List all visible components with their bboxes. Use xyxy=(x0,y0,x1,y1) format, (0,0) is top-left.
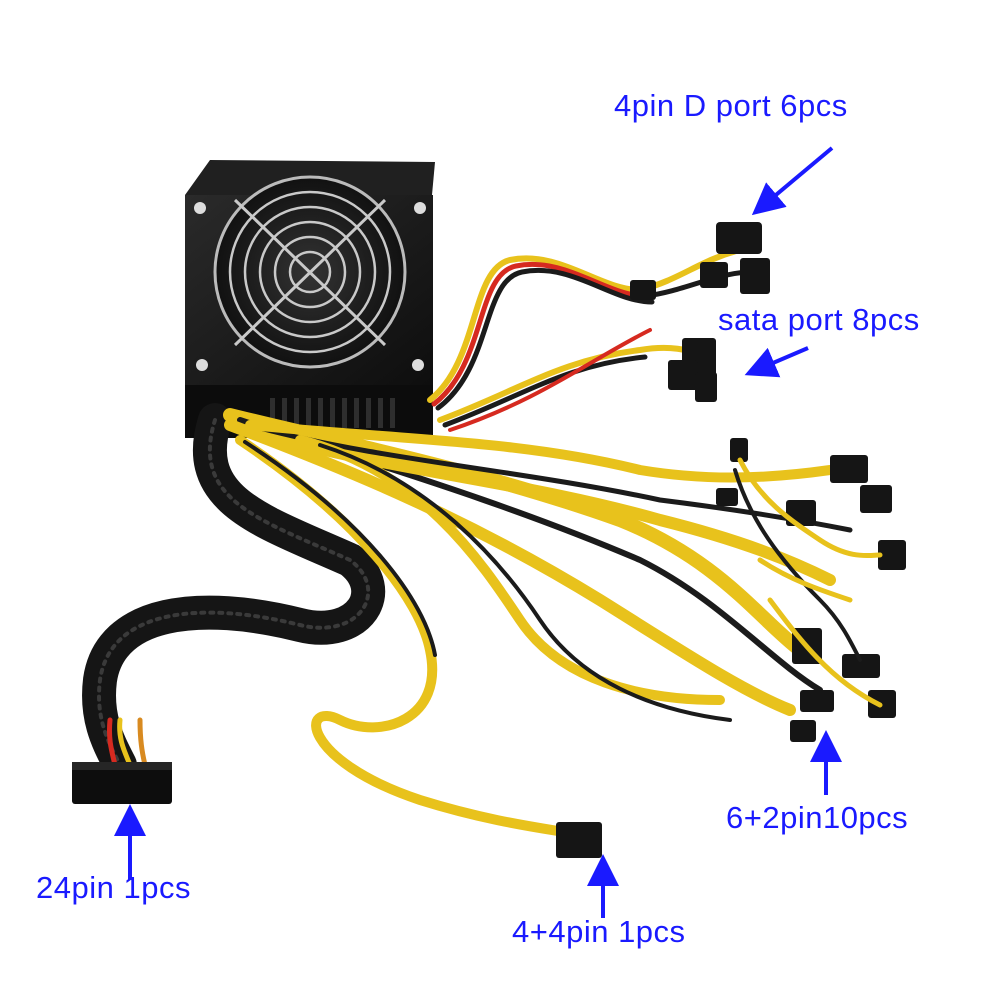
label-sata: sata port 8pcs xyxy=(718,302,920,337)
cpu-4plus4-connector xyxy=(556,822,602,858)
sata-connectors xyxy=(668,338,717,402)
label-pcie: 6+2pin10pcs xyxy=(726,800,909,835)
vent-slots xyxy=(270,398,395,428)
arrow-icon xyxy=(751,146,834,216)
pcie-wires xyxy=(733,457,883,708)
label-molex: 4pin D port 6pcs xyxy=(614,88,848,123)
molex-connectors xyxy=(630,222,770,300)
atx-24pin-connector xyxy=(72,762,172,804)
sleeved-24pin-cable xyxy=(82,403,386,782)
label-atx24: 24pin 1pcs xyxy=(36,870,191,905)
annotation-arrows xyxy=(114,146,842,918)
fan-grill-icon xyxy=(194,175,426,371)
arrow-icon xyxy=(744,346,809,378)
wire-bundles xyxy=(223,408,853,840)
label-cpu: 4+4pin 1pcs xyxy=(512,914,686,949)
